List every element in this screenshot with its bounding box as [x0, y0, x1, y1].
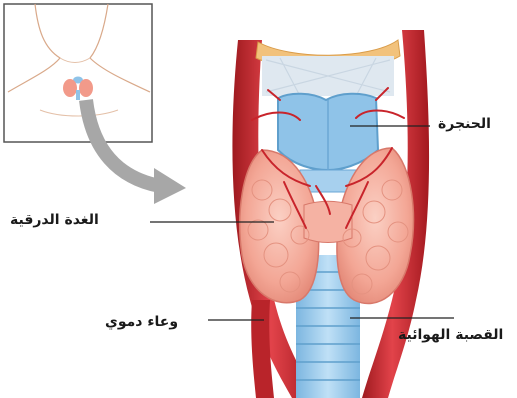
thyroid-gland-label: الغدة الدرقية [10, 211, 99, 229]
neck-inset [4, 4, 152, 142]
larynx-label: الحنجرة [438, 115, 491, 133]
blood-vessel-label: وعاء دموي [105, 313, 178, 331]
trachea-label: القصبة الهوائية [398, 326, 503, 344]
